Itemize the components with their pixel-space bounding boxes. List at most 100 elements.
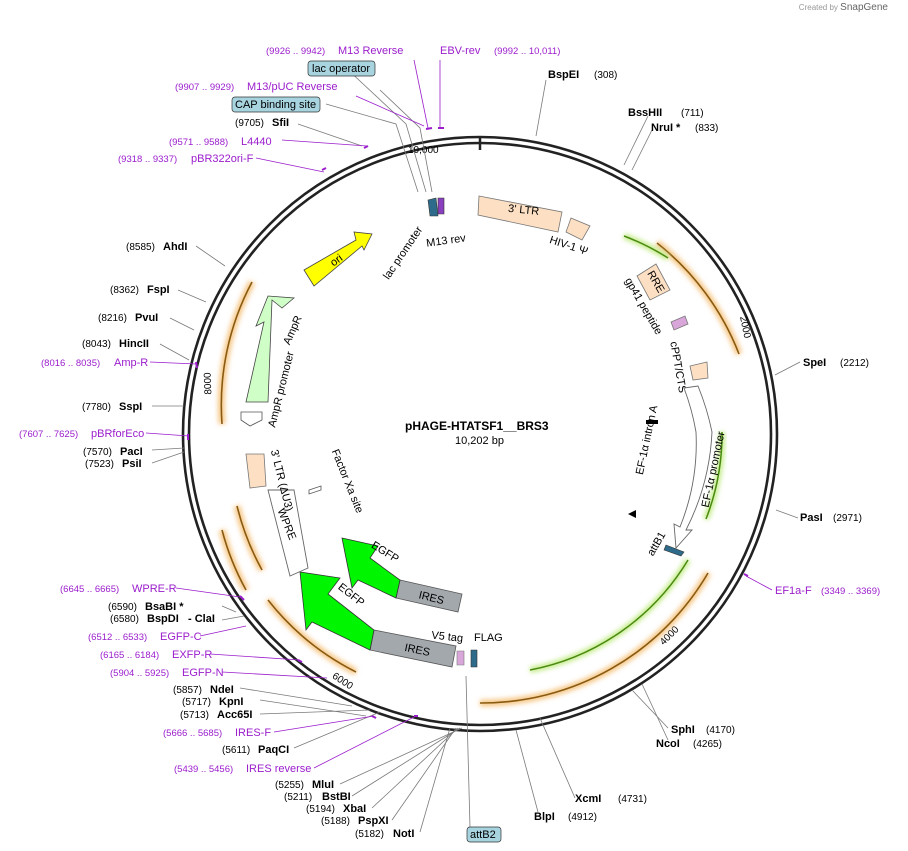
primer-m13puc-pos: (9907 .. 9929) bbox=[175, 82, 234, 93]
attB1-feature bbox=[663, 544, 685, 557]
lac-operator-text: lac operator bbox=[312, 63, 370, 75]
plasmid-name: pHAGE-HTATSF1__BRS3 bbox=[405, 419, 549, 433]
enzyme-ahdi-pos: (8585) bbox=[126, 242, 155, 253]
enzyme-sphi: SphI bbox=[671, 724, 695, 736]
enzyme-ncoi-pos: (4265) bbox=[693, 739, 722, 750]
ltr3-label: 3' LTR bbox=[507, 203, 539, 218]
enzyme-xbai-pos: (5194) bbox=[306, 804, 335, 815]
factorxa-feature bbox=[308, 485, 322, 495]
enzyme-noti-pos: (5182) bbox=[355, 829, 384, 840]
ef1a-marker-1 bbox=[646, 420, 658, 424]
lac-promoter-label: lac promoter bbox=[381, 224, 425, 282]
primer-pbrforeco-pos: (7607 .. 7625) bbox=[19, 429, 78, 440]
primer-ampr: Amp-R bbox=[114, 357, 148, 369]
primer-ampr-pos: (8016 .. 8035) bbox=[41, 358, 100, 369]
egfp2-feature bbox=[341, 537, 401, 599]
enzyme-labels: BspEI (308) BssHII (711) NruI * (833) Sp… bbox=[82, 69, 869, 840]
v5-feature bbox=[456, 650, 465, 666]
gp41-feature bbox=[670, 315, 689, 331]
enzyme-pasi-pos: (2971) bbox=[833, 513, 862, 524]
primer-pbr322-pos: (9318 .. 9337) bbox=[118, 154, 177, 165]
enzyme-acc65i: Acc65I bbox=[217, 709, 252, 721]
primer-egfpn: EGFP-N bbox=[182, 667, 224, 679]
enzyme-leaders bbox=[151, 67, 801, 833]
enzyme-mlui-pos: (5255) bbox=[275, 780, 304, 791]
enzyme-xbai: XbaI bbox=[343, 803, 366, 815]
enzyme-sspi: SspI bbox=[119, 401, 142, 413]
ampr-feature bbox=[245, 295, 296, 403]
enzyme-bspei-pos: (308) bbox=[594, 70, 617, 81]
lac-operator-feature bbox=[427, 197, 439, 217]
primer-iresf: IRES-F bbox=[235, 727, 271, 739]
enzyme-sfii-pos: (9705) bbox=[235, 118, 264, 129]
enzyme-blpi-pos: (4912) bbox=[568, 812, 597, 823]
ltr3-feature bbox=[477, 195, 563, 233]
enzyme-bspdi-pos: (6580) bbox=[110, 614, 139, 625]
primer-m13reverse: M13 Reverse bbox=[338, 45, 403, 57]
enzyme-nrui: NruI * bbox=[651, 122, 681, 134]
tick-8000: 8000 bbox=[203, 372, 215, 395]
primer-leaders bbox=[145, 59, 773, 769]
snapgene-brand: SnapGene bbox=[840, 2, 888, 13]
primer-egfpc-pos: (6512 .. 6533) bbox=[88, 632, 147, 643]
enzyme-sspi-pos: (7780) bbox=[82, 402, 111, 413]
enzyme-bsshii: BssHII bbox=[628, 107, 662, 119]
enzyme-spei-pos: (2212) bbox=[840, 358, 869, 369]
enzyme-pvui: PvuI bbox=[135, 312, 158, 324]
primer-iresf-pos: (5666 .. 5685) bbox=[163, 728, 222, 739]
primer-wprer: WPRE-R bbox=[132, 583, 177, 595]
enzyme-bspei: BspEI bbox=[548, 69, 579, 81]
primer-wprer-pos: (6645 .. 6665) bbox=[60, 584, 119, 595]
v5-label: V5 tag bbox=[431, 630, 464, 645]
snapgene-credit: Created by SnapGene bbox=[799, 2, 888, 13]
primer-iresrev: IRES reverse bbox=[246, 763, 311, 775]
tick-10000: 10,000 bbox=[408, 145, 439, 156]
enzyme-spei: SpeI bbox=[803, 357, 826, 369]
attB2-text: attB2 bbox=[470, 829, 496, 841]
cppt-feature bbox=[689, 361, 709, 381]
enzyme-paqci: PaqCI bbox=[258, 744, 289, 756]
primer-ef1af-pos: (3349 .. 3369) bbox=[821, 586, 880, 597]
enzyme-kpni-pos: (5717) bbox=[182, 697, 211, 708]
primer-labels: (9926 .. 9942) M13 Reverse EBV-rev (9992… bbox=[19, 45, 880, 775]
enzyme-bstbi-pos: (5211) bbox=[284, 792, 312, 803]
created-by-text: Created by bbox=[798, 3, 838, 12]
primer-pbr322: pBR322ori-F bbox=[191, 153, 254, 165]
ori-label: ori bbox=[328, 252, 345, 269]
enzyme-bspdi: BspDI bbox=[147, 613, 179, 625]
primer-egfpn-pos: (5904 .. 5925) bbox=[110, 668, 169, 679]
m13rev-label: M13 rev bbox=[425, 232, 467, 249]
enzyme-paqci-pos: (5611) bbox=[222, 745, 250, 756]
enzyme-psii-pos: (7523) bbox=[85, 459, 114, 470]
primer-exfpr: EXFP-R bbox=[172, 649, 212, 661]
ampr-promoter-label: AmpR promoter bbox=[266, 350, 297, 429]
enzyme-bsabi: BsaBI * bbox=[145, 601, 184, 613]
enzyme-xcmi: XcmI bbox=[575, 793, 601, 805]
tick-2000: 2000 bbox=[737, 315, 752, 339]
primer-pbrforeco: pBRforEco bbox=[91, 428, 144, 440]
flag-feature bbox=[470, 649, 478, 668]
enzyme-nrui-pos: (833) bbox=[695, 123, 718, 134]
boxed-labels: lac operator CAP binding site attB2 bbox=[231, 60, 502, 843]
enzyme-ahdi: AhdI bbox=[163, 241, 187, 253]
primer-iresrev-pos: (5439 .. 5456) bbox=[174, 764, 233, 775]
cap-site-box bbox=[231, 96, 321, 113]
primer-sites bbox=[187, 127, 749, 719]
enzyme-bsabi-pos: (6590) bbox=[108, 602, 137, 613]
hiv-psi-feature bbox=[565, 217, 591, 241]
primer-exfpr-pos: (6165 .. 6184) bbox=[100, 650, 159, 661]
enzyme-pspxi-pos: (5188) bbox=[321, 816, 350, 827]
attB2-box bbox=[466, 826, 502, 843]
wpre-feature bbox=[267, 489, 309, 577]
ampr-label: AmpR bbox=[281, 314, 304, 347]
enzyme-psii: PsiI bbox=[122, 458, 142, 470]
attB1-label: attB1 bbox=[645, 530, 668, 558]
enzyme-pvui-pos: (8216) bbox=[98, 313, 127, 324]
enzyme-clai: - ClaI bbox=[188, 613, 215, 625]
enzyme-fspi: FspI bbox=[147, 284, 170, 296]
enzyme-paci: PacI bbox=[120, 446, 143, 458]
enzyme-pasi: PasI bbox=[800, 512, 823, 524]
enzyme-paci-pos: (7570) bbox=[83, 447, 112, 458]
